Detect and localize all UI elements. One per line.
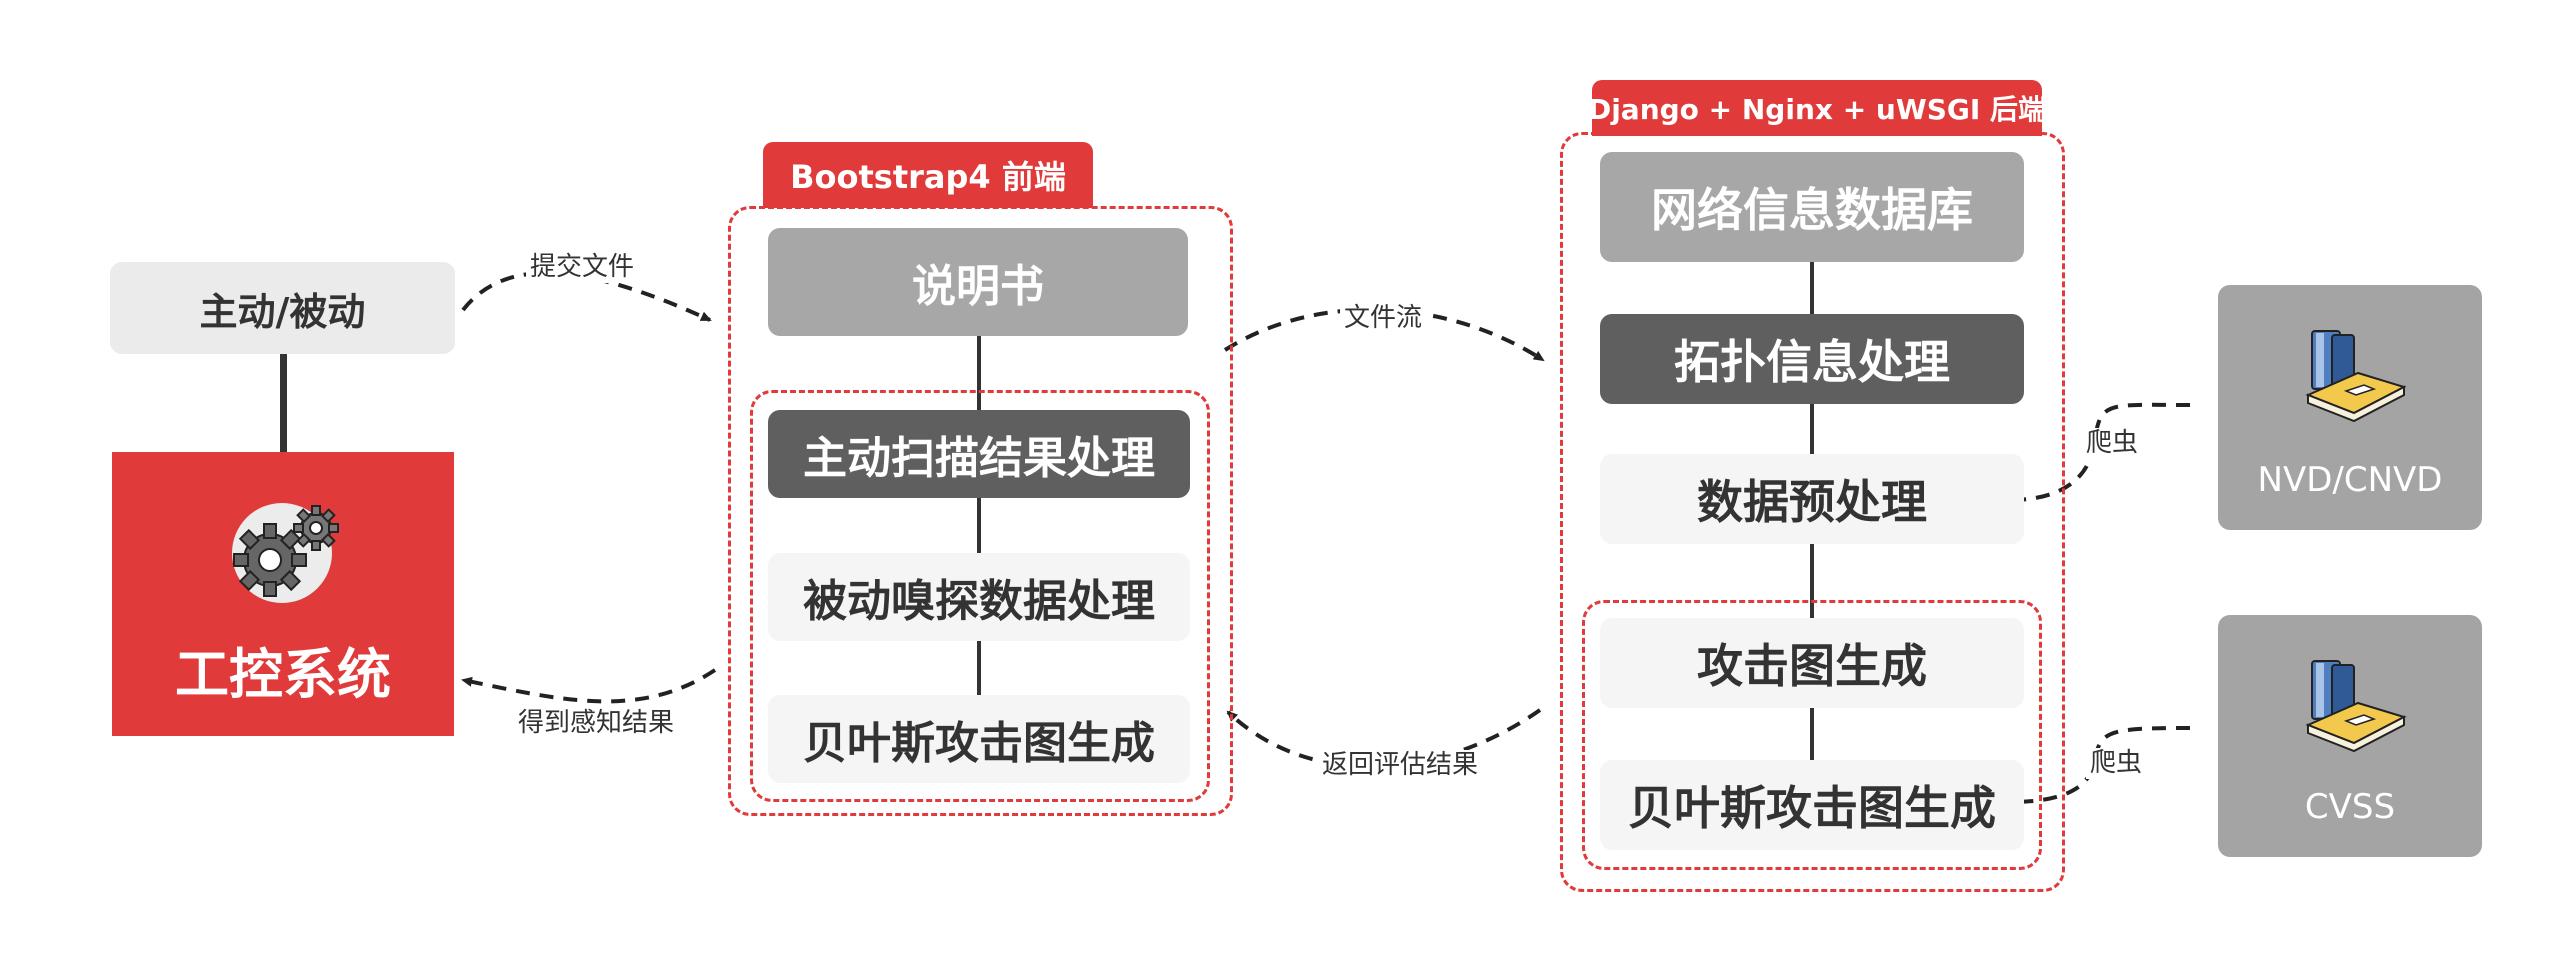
frontend-active-scan-label: 主动扫描结果处理 bbox=[803, 433, 1155, 484]
backend-attack-graph-box: 攻击图生成 bbox=[1600, 618, 2024, 708]
edge-label-crawler-nvd: 爬虫 bbox=[2082, 428, 2143, 460]
mode-label: 主动/被动 bbox=[199, 289, 366, 334]
edge-file-stream bbox=[1223, 307, 1545, 362]
backend-topology-box: 拓扑信息处理 bbox=[1600, 314, 2024, 404]
nvd-source-box: NVD/CNVD bbox=[2218, 285, 2482, 530]
frontend-manual-box: 说明书 bbox=[768, 228, 1188, 336]
cvss-source-label: CVSS bbox=[2304, 787, 2396, 827]
backend-tab-label: Django + Nginx + uWSGI 后端 bbox=[1587, 93, 2047, 126]
frontend-passive-sniff-box: 被动嗅探数据处理 bbox=[768, 553, 1190, 641]
mode-label-box: 主动/被动 bbox=[110, 262, 455, 354]
backend-bayes-label: 贝叶斯攻击图生成 bbox=[1628, 781, 1996, 835]
frontend-bayes-label: 贝叶斯攻击图生成 bbox=[803, 718, 1155, 769]
nvd-source-label: NVD/CNVD bbox=[2257, 460, 2443, 500]
backend-preprocess-label: 数据预处理 bbox=[1697, 475, 1927, 529]
edge-crawler-cvss bbox=[2008, 726, 2191, 807]
mode-connector bbox=[280, 354, 287, 454]
edge-label-submit: 提交文件 bbox=[526, 252, 639, 284]
frontend-manual-label: 说明书 bbox=[912, 261, 1044, 312]
edge-submit-file bbox=[461, 271, 712, 322]
ics-system-title: 工控系统 bbox=[175, 643, 391, 706]
backend-inner-container bbox=[1582, 600, 2042, 870]
frontend-active-scan-box: 主动扫描结果处理 bbox=[768, 410, 1190, 498]
frontend-container bbox=[728, 206, 1233, 816]
cvss-source-box: CVSS bbox=[2218, 615, 2482, 857]
backend-bayes-box: 贝叶斯攻击图生成 bbox=[1600, 760, 2024, 850]
backend-db-label: 网络信息数据库 bbox=[1651, 183, 1973, 237]
edge-label-file-stream: 文件流 bbox=[1340, 303, 1427, 335]
edge-label-crawler-cvss: 爬虫 bbox=[2086, 748, 2147, 780]
backend-container bbox=[1560, 132, 2065, 892]
edge-crawler-nvd bbox=[2008, 402, 2191, 505]
frontend-bayes-box: 贝叶斯攻击图生成 bbox=[768, 695, 1190, 783]
book-stack-icon bbox=[2305, 330, 2407, 423]
gears-icon bbox=[232, 503, 339, 603]
backend-topology-label: 拓扑信息处理 bbox=[1674, 335, 1950, 389]
edge-label-return-eval: 返回评估结果 bbox=[1318, 750, 1483, 782]
frontend-connector bbox=[977, 335, 981, 695]
edge-get-result bbox=[461, 668, 717, 704]
book-stack-icon bbox=[2305, 660, 2407, 753]
frontend-tab-label: Bootstrap4 前端 bbox=[790, 158, 1066, 196]
edge-label-get-result: 得到感知结果 bbox=[514, 708, 679, 740]
backend-attack-graph-label: 攻击图生成 bbox=[1697, 639, 1927, 693]
backend-db-box: 网络信息数据库 bbox=[1600, 152, 2024, 262]
backend-tab: Django + Nginx + uWSGI 后端 bbox=[1588, 80, 2046, 136]
ics-system-block: 工控系统 bbox=[112, 452, 454, 736]
frontend-tab: Bootstrap4 前端 bbox=[763, 142, 1093, 208]
frontend-inner-container bbox=[750, 390, 1210, 802]
backend-preprocess-box: 数据预处理 bbox=[1600, 454, 2024, 544]
frontend-passive-sniff-label: 被动嗅探数据处理 bbox=[803, 576, 1155, 627]
